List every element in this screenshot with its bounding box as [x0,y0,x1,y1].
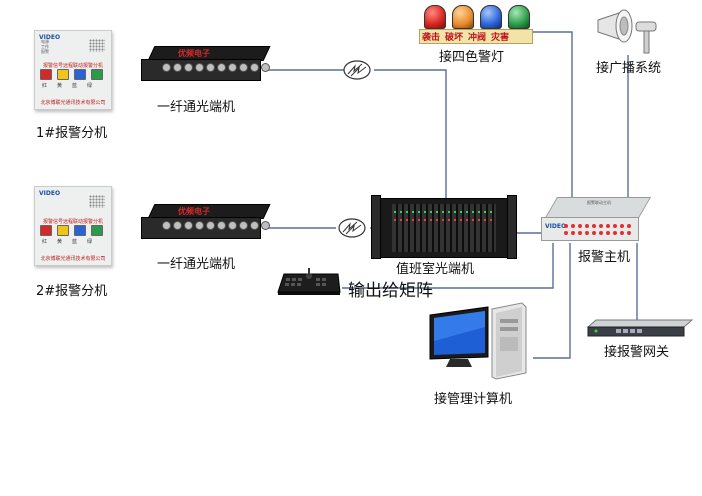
subunit-button-labels: 红黄蓝绿 [41,83,92,89]
blue-button[interactable] [74,69,86,80]
red-button[interactable] [40,225,52,236]
green-lamp-icon [508,5,530,29]
control-keyboard-icon [277,268,341,295]
alarm-subunit-2: VIDEO 报警信号远程联动报警分机 红黄蓝绿 北京博联光通讯技术有限公司 [34,186,112,266]
wire-cloud-rack-top [374,69,447,198]
subunit-footer: 北京博联光通讯技术有限公司 [40,256,106,262]
host-brand: VIDEO [545,223,567,230]
optical-transceiver-1: 优频电子 [141,46,271,81]
orange-lamp-icon [452,5,474,29]
subunit-buttons [40,225,103,236]
green-button[interactable] [91,225,103,236]
label-gateway: 接报警网关 [604,345,670,360]
label-computer: 接管理计算机 [434,392,513,407]
yellow-button[interactable] [57,69,69,80]
subunit-leds: 电源工作报警 [41,39,49,54]
host-model: 报警联动主机 [587,200,611,205]
label-otx1: 一纤通光端机 [157,100,236,115]
label-broadcast: 接广播系统 [596,61,662,76]
green-button[interactable] [91,69,103,80]
label-otx2: 一纤通光端机 [157,257,236,272]
otx-brand: 优频电子 [178,207,210,216]
subunit-title: 报警信号远程联动报警分机 [42,219,103,225]
red-button[interactable] [40,69,52,80]
optical-transceiver-2: 优频电子 [141,204,271,239]
horn-speaker-icon [597,9,657,54]
subunit-brand: VIDEO [39,190,61,197]
wire-lights-host [531,31,573,199]
alarm-host: VIDEO 报警联动主机 [541,197,652,243]
blue-lamp-icon [480,5,502,29]
red-lamp-icon [424,5,446,29]
otx-brand: 优频电子 [178,49,210,58]
yellow-button[interactable] [57,225,69,236]
wire-host-computer [533,243,571,359]
label-matrix: 输出给矩阵 [348,281,433,301]
lamp-tags: 袭击破坏冲阀灾害 [422,33,510,43]
subunit-brand: VIDEO [39,34,61,41]
wire-host-matrix [342,243,554,289]
warning-lights: 袭击破坏冲阀灾害 [419,5,533,45]
alarm-gateway-icon [586,319,694,337]
label-lights: 接四色警灯 [439,50,505,65]
speaker-grille [89,195,105,208]
alarm-subunit-1: VIDEO 电源工作报警 报警信号远程联动报警分机 红黄蓝绿 北京博联光通讯技术… [34,30,112,110]
subunit-buttons [40,69,103,80]
subunit-title: 报警信号远程联动报警分机 [42,63,103,69]
fiber-link-icon [343,60,371,80]
duty-room-optical-rack [371,195,517,259]
subunit-button-labels: 红黄蓝绿 [41,239,92,245]
speaker-grille [89,39,105,52]
label-host: 报警主机 [578,250,631,265]
blue-button[interactable] [74,225,86,236]
label-rack: 值班室光端机 [396,262,475,277]
computer-icon [429,302,527,380]
fiber-link-icon [338,218,366,238]
label-sub2: 2#报警分机 [36,284,108,299]
subunit-footer: 北京博联光通讯技术有限公司 [40,100,106,106]
label-sub1: 1#报警分机 [36,126,108,141]
